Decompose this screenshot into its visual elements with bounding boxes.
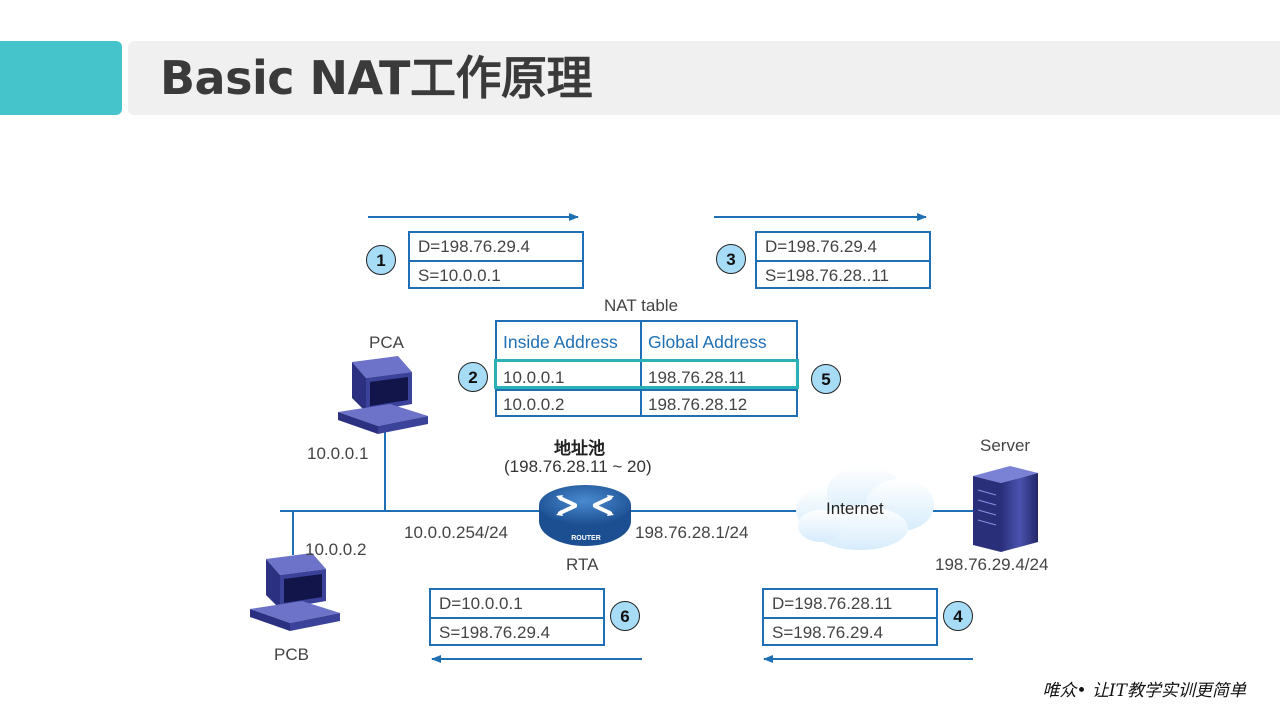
pca-name: PCA [369, 333, 404, 352]
router-inside-ip: 10.0.0.254/24 [404, 523, 508, 542]
header-bar [128, 41, 1280, 115]
pcb-computer-icon [250, 553, 340, 631]
packet-src: S=10.0.0.1 [410, 260, 582, 287]
step-badge-2: 2 [458, 362, 488, 392]
step-badge-4: 4 [943, 601, 973, 631]
server-ip: 198.76.29.4/24 [935, 555, 1049, 574]
nat-header-inside: Inside Address [503, 332, 618, 352]
internet-cloud-icon [796, 466, 934, 550]
packet-dest: D=198.76.29.4 [418, 237, 531, 256]
pcb-ip: 10.0.0.2 [305, 540, 367, 559]
nat-header-global: Global Address [648, 332, 767, 352]
pool-title: 地址池 [554, 439, 605, 459]
brand-slogan: 唯众• 让IT教学实训更简单 [1042, 681, 1247, 701]
router-outside-ip: 198.76.28.1/24 [635, 523, 749, 542]
pcb-name: PCB [274, 645, 309, 664]
nat-row2-inside: 10.0.0.2 [503, 395, 565, 414]
cloud-label: Internet [826, 499, 884, 518]
packet-step6: D=10.0.0.1 S=198.76.29.4 [429, 588, 605, 646]
pca-ip: 10.0.0.1 [307, 444, 369, 463]
packet-dest: D=198.76.29.4 [765, 237, 878, 256]
nat-row1-global: 198.76.28.11 [648, 368, 746, 387]
nat-row1-inside: 10.0.0.1 [503, 368, 565, 387]
packet-src: S=198.76.29.4 [431, 617, 603, 644]
router-icon [539, 485, 631, 546]
pool-range: (198.76.28.11 ~ 20) [504, 457, 652, 476]
pca-computer-icon [338, 356, 428, 434]
step-badge-6: 6 [610, 601, 640, 631]
packet-dest: D=198.76.28.11 [772, 594, 893, 613]
step-badge-3: 3 [716, 244, 746, 274]
nat-table-caption: NAT table [604, 296, 679, 315]
page-title: Basic NAT工作原理 [160, 51, 592, 105]
packet-step3: D=198.76.29.4 S=198.76.28..11 [755, 231, 931, 289]
router-badge: ROUTER [571, 535, 601, 542]
packet-src: S=198.76.28..11 [757, 260, 929, 287]
step-badge-1: 1 [366, 245, 396, 275]
packet-step4: D=198.76.28.11 S=198.76.29.4 [762, 588, 938, 646]
step-badge-5: 5 [811, 364, 841, 394]
header-accent [0, 41, 122, 115]
server-icon [973, 466, 1038, 552]
nat-row2-global: 198.76.28.12 [648, 395, 748, 414]
packet-src: S=198.76.29.4 [764, 617, 936, 644]
nat-row-highlight [494, 359, 799, 389]
packet-step1: D=198.76.29.4 S=10.0.0.1 [408, 231, 584, 289]
server-name: Server [980, 436, 1031, 455]
router-name: RTA [566, 555, 599, 574]
packet-dest: D=10.0.0.1 [439, 594, 523, 613]
